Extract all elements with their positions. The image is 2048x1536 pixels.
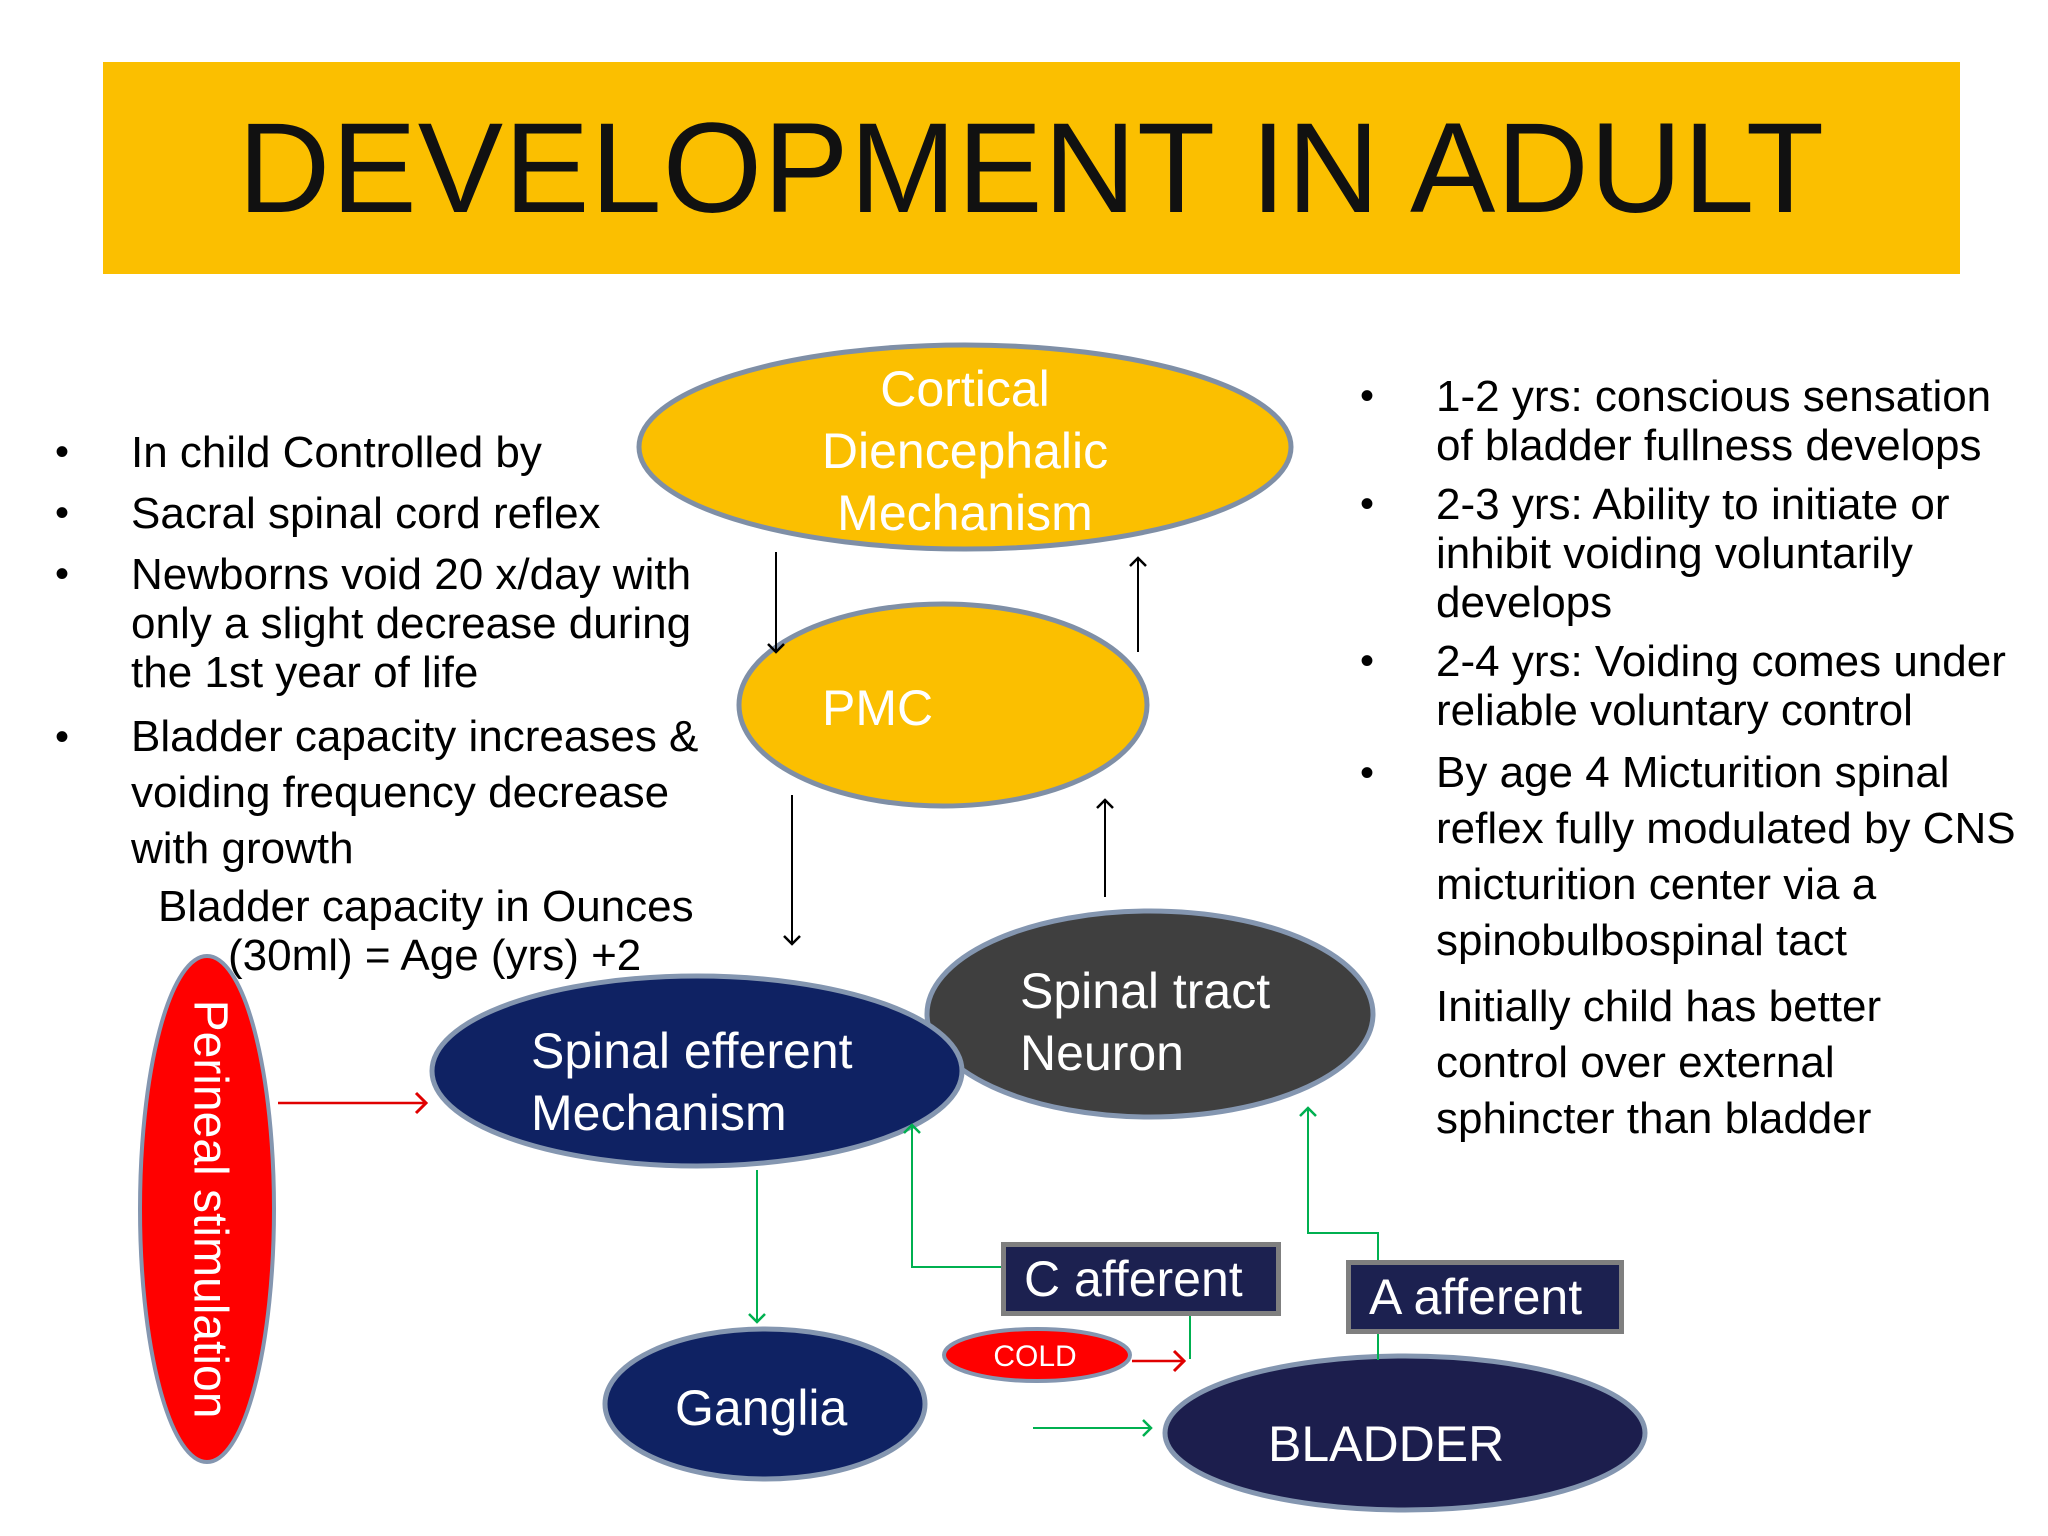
cortical-line-2: Diencephalic bbox=[821, 423, 1109, 479]
spinal-efferent-node-shape bbox=[429, 973, 965, 1169]
spinal-tract-node-label: Spinal tract Neuron bbox=[1020, 960, 1270, 1084]
cortical-node-label: Cortical Diencephalic Mechanism bbox=[710, 358, 1220, 544]
list-item: 2-3 yrs: Ability to initiate or inhibit … bbox=[1360, 480, 2020, 627]
list-item: 2-4 yrs: Voiding comes under reliable vo… bbox=[1360, 637, 2020, 735]
formula-line-2: (30ml) = Age (yrs) +2 bbox=[228, 931, 642, 980]
spinal-efferent-line-2: Mechanism bbox=[531, 1085, 787, 1141]
spinal-efferent-line-1: Spinal efferent bbox=[531, 1023, 853, 1079]
cold-node-shape bbox=[942, 1327, 1132, 1383]
ganglia-node-shape bbox=[602, 1326, 928, 1482]
list-item: Sacral spinal cord reflex bbox=[55, 489, 745, 538]
list-item: In child Controlled by bbox=[55, 428, 745, 477]
spinal-tract-line-1: Spinal tract bbox=[1020, 963, 1271, 1019]
c-afferent-label: C afferent bbox=[1001, 1242, 1281, 1316]
cortical-node-shape bbox=[636, 342, 1294, 552]
cortical-line-3: Mechanism bbox=[837, 485, 1093, 541]
a-afferent-label: A afferent bbox=[1346, 1260, 1624, 1334]
list-item: By age 4 Micturition spinal reflex fully… bbox=[1360, 745, 2020, 969]
formula-line-1: Bladder capacity in Ounces bbox=[158, 882, 694, 931]
bladder-node-shape bbox=[1162, 1353, 1648, 1513]
list-item: 1-2 yrs: conscious sensation of bladder … bbox=[1360, 372, 2020, 470]
pmc-node-shape bbox=[736, 601, 1150, 809]
right-bullet-list: 1-2 yrs: conscious sensation of bladder … bbox=[1360, 372, 2020, 1157]
left-bullet-list: In child Controlled by Sacral spinal cor… bbox=[55, 428, 745, 889]
pmc-node-label: PMC bbox=[822, 680, 934, 736]
perineal-node-shape bbox=[138, 954, 276, 1464]
list-item: Bladder capacity increases & voiding fre… bbox=[55, 709, 745, 877]
title-banner: DEVELOPMENT IN ADULT bbox=[103, 62, 1960, 274]
cold-node-label: COLD bbox=[993, 1340, 1076, 1373]
perineal-node-label: Perineal stimulation bbox=[183, 1000, 236, 1419]
spinal-tract-line-2: Neuron bbox=[1020, 1025, 1184, 1081]
cortical-line-1: Cortical bbox=[880, 361, 1050, 417]
list-item: Newborns void 20 x/day with only a sligh… bbox=[55, 550, 745, 697]
bladder-capacity-formula: Bladder capacity in Ounces (30ml) = Age … bbox=[158, 882, 738, 980]
ganglia-node-label: Ganglia bbox=[675, 1380, 848, 1436]
bladder-node-label: BLADDER bbox=[1268, 1416, 1505, 1472]
page-title: DEVELOPMENT IN ADULT bbox=[237, 96, 1826, 240]
spinal-tract-node-shape bbox=[924, 908, 1376, 1120]
spinal-efferent-node-label: Spinal efferent Mechanism bbox=[531, 1020, 853, 1144]
